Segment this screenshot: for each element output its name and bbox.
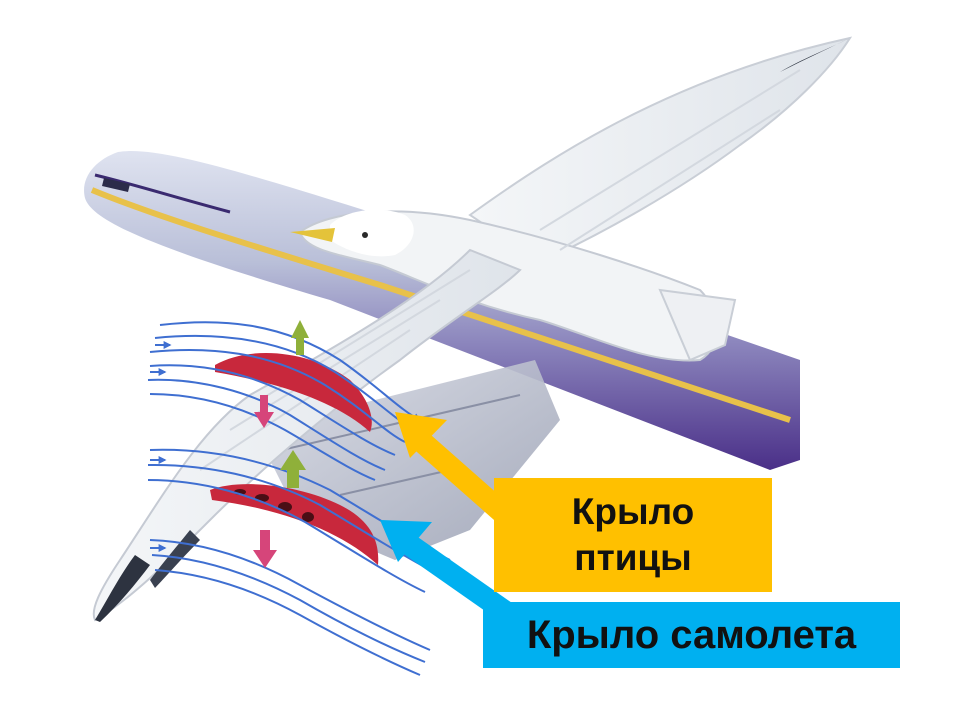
seagull-illustration <box>92 36 853 622</box>
airflow-streamlines-lower <box>147 448 451 676</box>
bird-airfoil-section <box>215 353 372 432</box>
airflow-streamlines-upper <box>147 321 422 481</box>
lift-arrow-upper <box>291 320 309 355</box>
bird-wing-label: Крыло птицы <box>494 478 772 592</box>
plane-wing-label: Крыло самолета <box>483 602 900 668</box>
plane-airfoil-section <box>210 484 379 565</box>
down-arrow-lower <box>253 530 277 568</box>
down-arrow-upper <box>254 395 274 428</box>
lift-arrow-lower <box>280 450 306 488</box>
bird-wing-pointer-arrow <box>395 412 513 524</box>
